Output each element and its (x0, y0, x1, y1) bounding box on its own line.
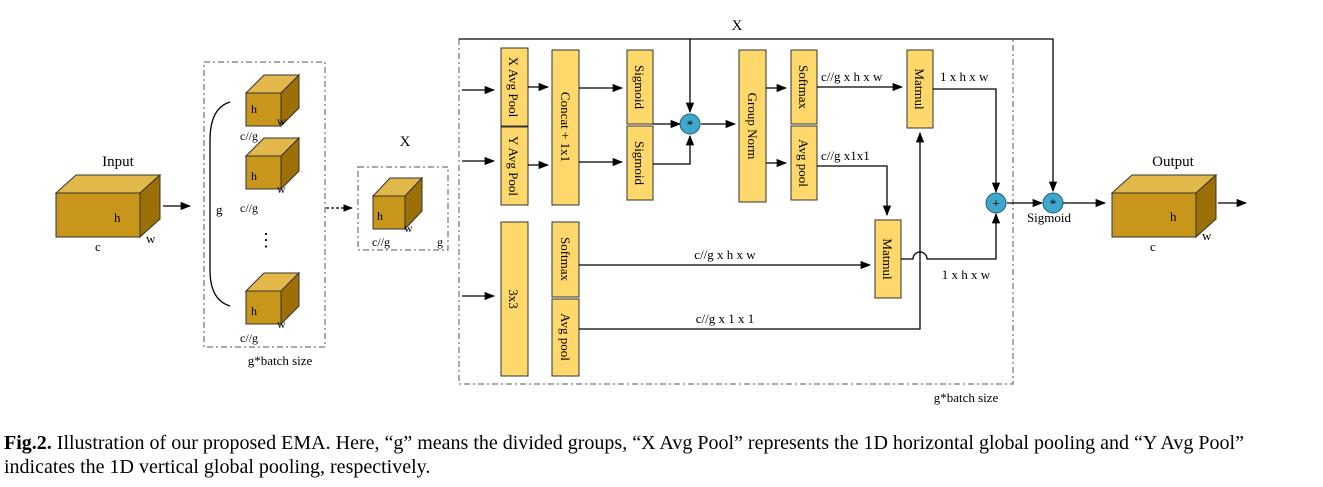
output-h-label: h (1170, 209, 1177, 224)
matmul-bottom-to-add (901, 212, 1001, 260)
dim-cg11-bottom: c//g x 1 x 1 (696, 311, 755, 326)
group-cube-2-w: w (277, 182, 286, 196)
group-brace (209, 101, 231, 307)
input-w-label: w (146, 231, 156, 246)
output-multiply-op-symbol: * (1050, 196, 1057, 211)
groups-batch-label: g*batch size (248, 353, 313, 368)
avgpool-to-matmul-bottom (817, 165, 892, 217)
softmax-bottom-block (551, 221, 580, 298)
sigmoid-bottom-block (626, 125, 654, 201)
group-cube-1-w: w (277, 114, 286, 128)
ema-diagram: Input h w c g h w c//g h w c//g ⋮ h w c/… (54, 18, 1248, 405)
output-c-label: c (1150, 239, 1156, 254)
x-cube-cg: c//g (372, 235, 390, 249)
sigmoid-top-block (626, 49, 654, 125)
x-cube-icon (371, 176, 424, 231)
caption-prefix: Fig.2. (4, 432, 52, 454)
x-cube-h: h (377, 209, 383, 223)
sigmoid-output-label: Sigmoid (1027, 210, 1072, 225)
add-op-symbol: + (992, 197, 1000, 212)
avg-pool-top-block (790, 125, 818, 201)
group-cube-2-icon (244, 136, 301, 191)
group-cube-1-cg: c//g (240, 129, 258, 143)
x-avg-pool-label: X Avg Pool (506, 57, 521, 118)
group-cube-1-h: h (251, 102, 257, 116)
x-top-label: X (732, 18, 743, 34)
avg-pool-bottom-label: Avg pool (558, 313, 573, 361)
avg-pool-bottom-block (551, 298, 580, 377)
multiply-op-symbol: * (687, 117, 694, 132)
group-cube-3-w: w (277, 317, 286, 331)
output-w-label: w (1202, 228, 1212, 243)
softmax-top-block (790, 49, 818, 125)
groups-panel (203, 61, 326, 348)
group-dots: ⋮ (257, 230, 275, 250)
group-cube-1-icon (244, 73, 301, 128)
input-label: Input (102, 154, 134, 170)
dim-cghw-mid: c//g x h x w (694, 247, 756, 262)
caption-text: Illustration of our proposed EMA. Here, … (4, 432, 1244, 478)
multiply-op-icon (679, 113, 701, 135)
x-cube-w: w (404, 221, 413, 235)
x-cube-g: g (437, 235, 443, 249)
softmax-bottom-label: Softmax (558, 237, 573, 282)
group-cube-3-h: h (251, 304, 257, 318)
figure-caption: Fig.2. Illustration of our proposed EMA.… (4, 431, 1320, 479)
ema-batch-label: g*batch size (934, 390, 999, 405)
conv3x3-label: 3x3 (506, 289, 521, 309)
x-skip-to-output-mult (459, 38, 1058, 193)
matmul-bottom-block (874, 219, 902, 299)
sigmoid-top-label: Sigmoid (632, 65, 647, 110)
input-cube-icon (54, 173, 162, 239)
output-label: Output (1152, 154, 1195, 170)
sigmoid-bottom-label: Sigmoid (632, 141, 647, 186)
avgpool-bottom-to-matmul-top (579, 131, 925, 330)
group-cube-3-icon (244, 271, 301, 326)
x-group-panel (357, 166, 449, 251)
group-norm-block (738, 49, 767, 203)
group-cube-2-cg: c//g (240, 201, 258, 215)
dim-cg11-top: c//g x1x1 (821, 148, 870, 163)
dim-1hw-top: 1 x h x w (940, 69, 989, 84)
concat-label: Concat + 1x1 (558, 92, 573, 162)
input-h-label: h (114, 210, 121, 225)
group-cube-3-cg: c//g (240, 331, 258, 345)
output-multiply-op-icon (1042, 192, 1064, 214)
input-c-label: c (95, 239, 101, 254)
matmul-top-to-add (933, 88, 1001, 194)
group-norm-label: Group Norm (745, 93, 760, 160)
sigmoid-bottom-to-mult (653, 134, 695, 165)
add-op-icon (985, 192, 1007, 214)
concat-block (551, 49, 580, 206)
conv3x3-block (500, 221, 529, 377)
y-avg-pool-label: Y Avg Pool (506, 136, 521, 196)
softmax-top-label: Softmax (796, 65, 811, 110)
matmul-top-label: Matmul (912, 68, 927, 110)
dim-cghw-top: c//g x h x w (821, 69, 883, 84)
matmul-bottom-label: Matmul (880, 238, 895, 280)
avg-pool-top-label: Avg pool (796, 139, 811, 187)
group-cube-2-h: h (251, 169, 257, 183)
dim-1hw-bottom: 1 x h x w (942, 267, 991, 282)
output-cube-icon (1110, 173, 1218, 239)
group-g-label: g (216, 202, 223, 217)
y-avg-pool-block (500, 126, 529, 206)
matmul-top-block (906, 49, 934, 129)
x-label: X (400, 134, 411, 150)
